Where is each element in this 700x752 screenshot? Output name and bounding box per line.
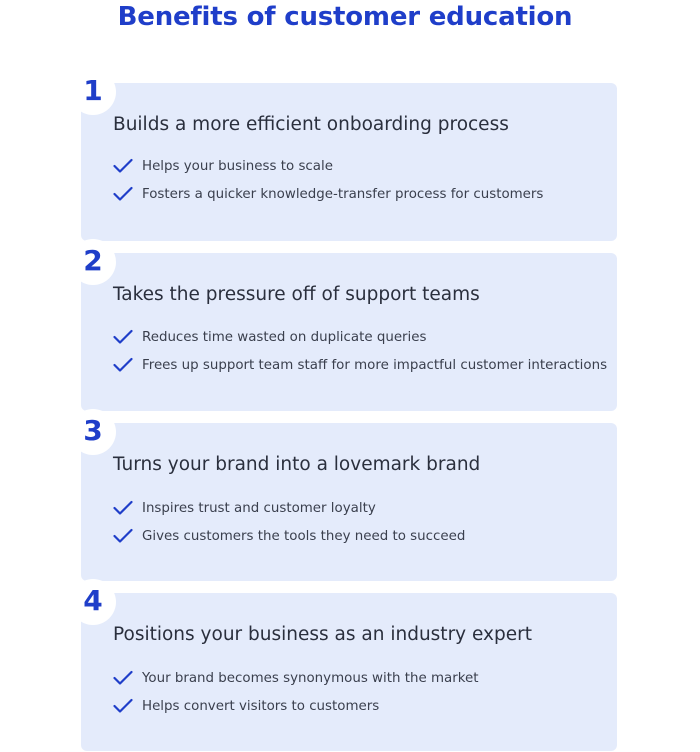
checkmark-icon	[113, 186, 133, 201]
benefit-number: 4	[83, 584, 103, 617]
benefit-card-3: 3 Turns your brand into a lovemark brand…	[70, 409, 617, 581]
benefit-bullet-text: Fosters a quicker knowledge-transfer pro…	[142, 186, 544, 202]
number-badge-background	[70, 69, 116, 115]
benefit-heading: Turns your brand into a lovemark brand	[113, 454, 481, 475]
number-badge-background	[70, 579, 116, 625]
benefit-number: 2	[83, 244, 103, 277]
benefit-heading: Builds a more efficient onboarding proce…	[113, 114, 509, 135]
benefit-bullet-text: Frees up support team staff for more imp…	[142, 357, 608, 373]
benefit-bullet: Inspires trust and customer loyalty	[113, 498, 376, 518]
number-badge-background	[70, 239, 116, 285]
benefit-card-2: 2 Takes the pressure off of support team…	[70, 239, 617, 411]
benefit-card-1: 1 Builds a more efficient onboarding pro…	[70, 69, 617, 241]
benefit-bullet-text: Reduces time wasted on duplicate queries	[142, 329, 427, 345]
benefit-bullet-text: Inspires trust and customer loyalty	[142, 500, 376, 516]
checkmark-icon	[113, 528, 133, 543]
benefit-bullet: Reduces time wasted on duplicate queries	[113, 327, 427, 347]
checkmark-icon	[113, 158, 133, 173]
page-title: Benefits of customer education	[117, 2, 573, 32]
number-badge-background	[70, 409, 116, 455]
checkmark-icon	[113, 670, 133, 685]
benefit-bullet-text: Helps your business to scale	[142, 158, 333, 174]
checkmark-icon	[113, 357, 133, 372]
benefit-card-4: 4 Positions your business as an industry…	[70, 579, 617, 751]
checkmark-icon	[113, 698, 133, 713]
checkmark-icon	[113, 329, 133, 344]
benefit-bullet: Gives customers the tools they need to s…	[113, 526, 465, 546]
benefit-heading: Positions your business as an industry e…	[113, 624, 532, 645]
benefit-bullet-text: Your brand becomes synonymous with the m…	[142, 670, 479, 686]
benefit-heading: Takes the pressure off of support teams	[113, 284, 480, 305]
benefit-bullet: Helps your business to scale	[113, 156, 333, 176]
checkmark-icon	[113, 500, 133, 515]
benefit-bullet: Fosters a quicker knowledge-transfer pro…	[113, 184, 543, 204]
benefit-bullet-text: Helps convert visitors to customers	[142, 698, 380, 714]
benefit-number: 1	[83, 74, 103, 107]
benefit-bullet-text: Gives customers the tools they need to s…	[142, 528, 466, 544]
benefit-bullet: Frees up support team staff for more imp…	[113, 355, 607, 375]
benefit-bullet: Helps convert visitors to customers	[113, 696, 379, 716]
benefit-bullet: Your brand becomes synonymous with the m…	[113, 668, 478, 688]
benefit-number: 3	[83, 414, 103, 447]
